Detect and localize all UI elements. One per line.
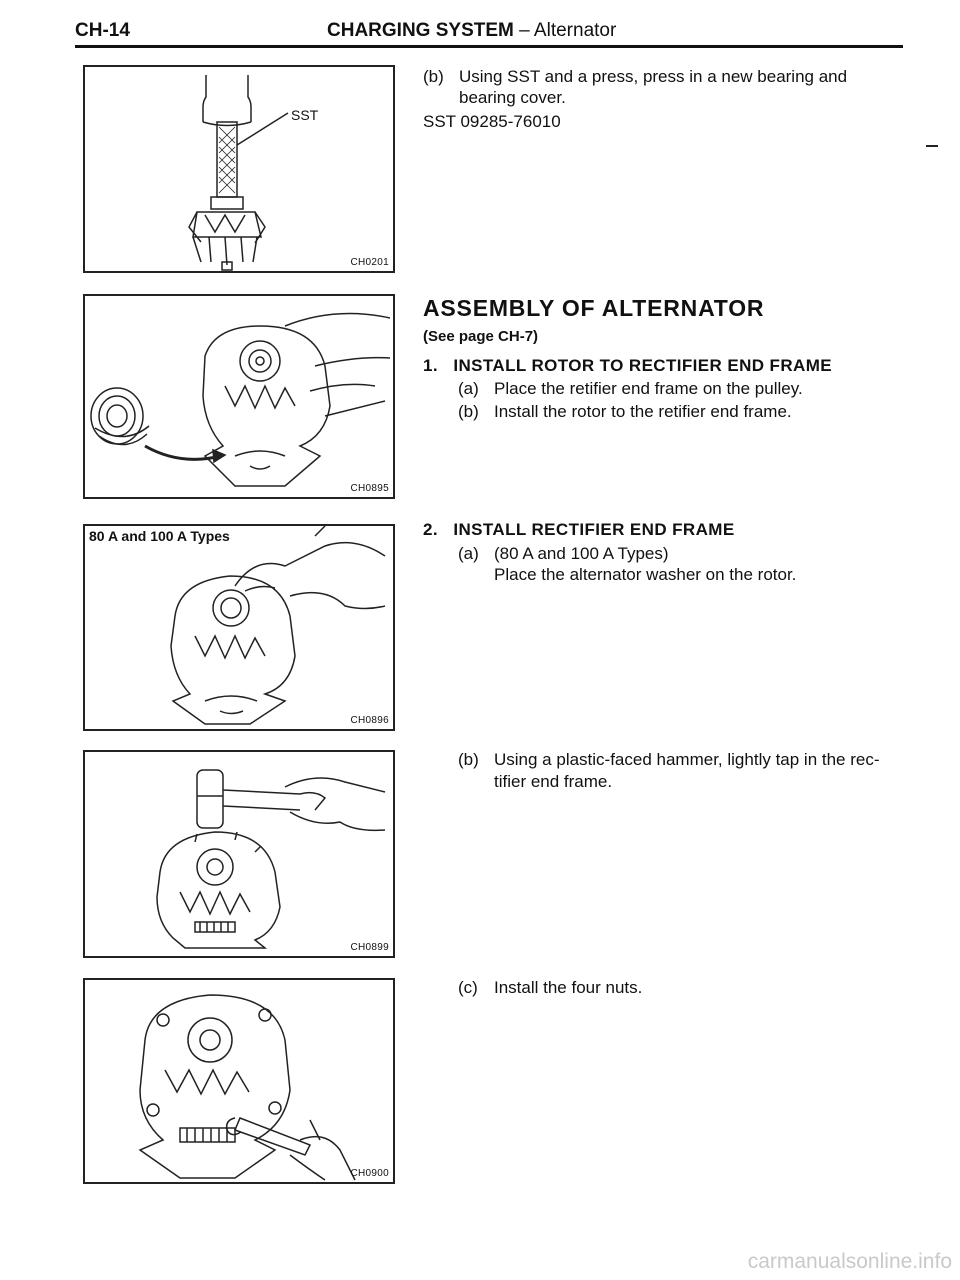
page-header: CH-14 CHARGING SYSTEM – Alternator	[75, 18, 903, 48]
figure-wrench-nuts: CH0900	[83, 978, 395, 1184]
sub-text: Place the retifier end frame on the pull…	[494, 379, 803, 398]
sub-label: (c)	[458, 978, 478, 997]
washer-on-rotor-illustration	[170, 526, 386, 725]
page-number: CH-14	[75, 20, 130, 41]
pulley-rotor-frame-illustration	[90, 312, 391, 487]
step2-c: (c) Install the four nuts.	[458, 977, 642, 998]
step-label: (b)	[423, 67, 444, 86]
sub-text: Install the four nuts.	[494, 978, 643, 997]
step2-b-line2: tifier end frame.	[494, 772, 613, 791]
step-text: Using SST and a press, press in a new be…	[459, 67, 848, 86]
rotor-press-sst-illustration	[188, 75, 289, 271]
figure-code: CH0201	[350, 257, 389, 268]
margin-mark	[926, 145, 938, 147]
page-reference: (See page CH-7)	[423, 328, 539, 345]
assembly-heading: ASSEMBLY OF ALTERNATOR	[423, 295, 765, 321]
figure-sst-press: SST CH0201	[83, 65, 395, 273]
wrench-nuts-illustration	[138, 994, 356, 1181]
section-title-bold: CHARGING SYSTEM	[327, 20, 514, 41]
figure-caption: 80 A and 100 A Types	[89, 528, 230, 544]
figure-hammer-tap: CH0899	[83, 750, 395, 958]
bearing-step-line2: bearing cover.	[459, 88, 566, 107]
hammer-tap-illustration	[156, 769, 386, 949]
figure-washer-on-rotor: 80 A and 100 A Types CH0896	[83, 524, 395, 731]
step1-a: (a) Place the retifier end frame on the p…	[458, 378, 803, 399]
header-rule	[75, 45, 903, 48]
sub-text: (80 A and 100 A Types)	[494, 544, 669, 563]
section-title: CHARGING SYSTEM – Alternator	[327, 20, 616, 42]
bearing-step: (b) Using SST and a press, press in a new…	[423, 66, 903, 87]
figure-code: CH0900	[350, 1168, 389, 1179]
figure-pulley-rotor: CH0895	[83, 294, 395, 499]
sub-label: (b)	[458, 750, 479, 769]
sub-text: Using a plastic-faced hammer, lightly ta…	[494, 750, 880, 769]
step1-title: 1. INSTALL ROTOR TO RECTIFIER END FRAME	[423, 356, 832, 375]
step2-a-line2: Place the alternator washer on the rotor…	[494, 565, 797, 584]
sub-label: (b)	[458, 402, 479, 421]
watermark: carmanualsonline.info	[747, 1250, 952, 1273]
step2-a: (a) (80 A and 100 A Types)	[458, 543, 669, 564]
figure-code: CH0899	[350, 942, 389, 953]
figure-code: CH0895	[350, 483, 389, 494]
sub-label: (a)	[458, 544, 479, 563]
sub-text: Install the rotor to the retifier end fr…	[494, 402, 792, 421]
step2-title: 2. INSTALL RECTIFIER END FRAME	[423, 520, 735, 539]
sst-callout-label: SST	[291, 107, 319, 123]
sst-reference: SST 09285-76010	[423, 112, 561, 131]
sub-label: (a)	[458, 379, 479, 398]
step1-b: (b) Install the rotor to the retifier end…	[458, 401, 792, 422]
step2-b: (b) Using a plastic-faced hammer, lightly…	[458, 749, 908, 770]
figure-code: CH0896	[350, 715, 389, 726]
section-title-rest: – Alternator	[513, 20, 617, 41]
